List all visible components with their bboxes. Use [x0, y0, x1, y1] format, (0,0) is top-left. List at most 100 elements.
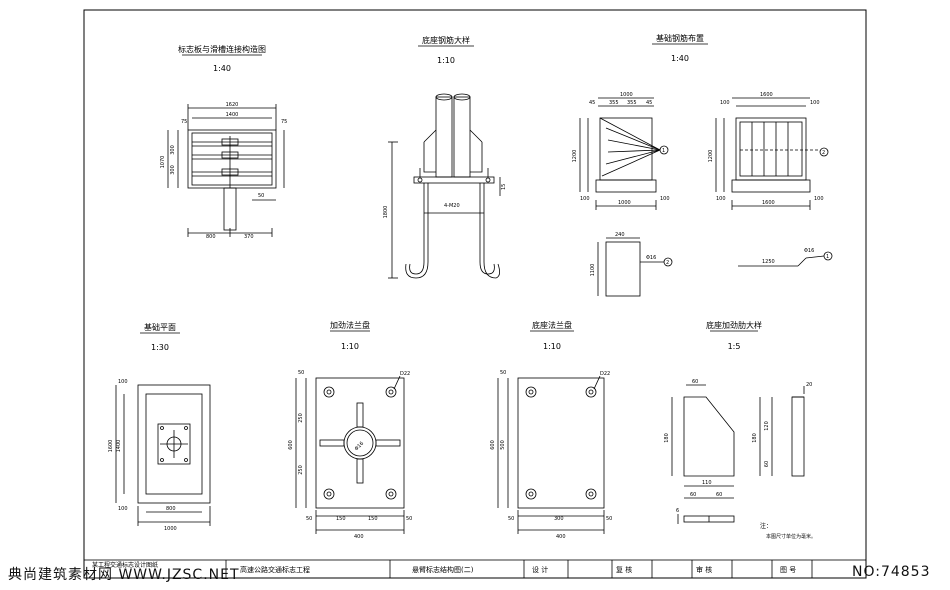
view-title-7: 底座加劲肋大样 — [706, 320, 762, 330]
svg-text:100: 100 — [814, 196, 824, 202]
watermark-right: NO:74853 — [852, 564, 931, 580]
svg-text:45: 45 — [646, 100, 652, 106]
svg-text:Φ16: Φ16 — [804, 248, 814, 254]
svg-text:240: 240 — [615, 232, 625, 238]
svg-text:100: 100 — [118, 506, 128, 512]
view-sign-panel: 标志板与滑槽连接构造图 1:40 1620 1400 75 75 1070 30… — [160, 44, 287, 240]
title-review-label: 审 核 — [696, 565, 712, 574]
view-title-1: 标志板与滑槽连接构造图 — [178, 44, 266, 54]
svg-text:1400: 1400 — [116, 440, 122, 453]
svg-text:Φ16: Φ16 — [354, 441, 366, 453]
title-project: 高速公路交通标志工程 — [240, 565, 310, 574]
view-title-4: 基础平面 — [144, 322, 176, 332]
svg-text:400: 400 — [354, 534, 364, 540]
svg-text:250: 250 — [298, 465, 304, 475]
title-number-label: 图 号 — [780, 566, 796, 574]
svg-text:1: 1 — [662, 148, 665, 154]
view-title-2: 底座钢筋大样 — [422, 35, 470, 45]
svg-text:1600: 1600 — [762, 200, 775, 206]
svg-text:300: 300 — [170, 145, 176, 155]
svg-text:180: 180 — [752, 433, 758, 443]
svg-text:50: 50 — [606, 516, 612, 522]
svg-text:120: 120 — [764, 421, 770, 431]
svg-text:800: 800 — [206, 234, 216, 240]
view-title-6: 底座法兰盘 — [532, 320, 572, 330]
svg-text:1100: 1100 — [590, 264, 596, 277]
svg-text:370: 370 — [244, 234, 254, 240]
svg-text:60: 60 — [716, 492, 722, 498]
svg-text:100: 100 — [580, 196, 590, 202]
svg-text:60: 60 — [692, 379, 698, 385]
svg-text:1620: 1620 — [226, 102, 239, 108]
view-base-flange: 底座法兰盘 1:10 D22 600 50 500 50 300 50 400 — [490, 320, 612, 540]
view-scale-7: 1:5 — [728, 342, 741, 351]
svg-text:75: 75 — [281, 119, 287, 125]
svg-text:Φ16: Φ16 — [646, 255, 656, 261]
svg-text:45: 45 — [589, 100, 595, 106]
svg-text:300: 300 — [170, 165, 176, 175]
title-unit: 某工程交通标志设计图纸 — [92, 561, 158, 569]
svg-text:800: 800 — [166, 506, 176, 512]
svg-text:355: 355 — [627, 100, 637, 106]
svg-text:355: 355 — [609, 100, 619, 106]
view-scale-3: 1:40 — [671, 54, 689, 63]
svg-text:75: 75 — [181, 119, 187, 125]
svg-text:1250: 1250 — [762, 259, 775, 265]
title-design-label: 设 计 — [532, 565, 548, 574]
svg-text:1000: 1000 — [620, 92, 633, 98]
watermark-left: 典尚建筑素材网 WWW.JZSC.NET — [8, 567, 240, 583]
svg-text:60: 60 — [764, 461, 770, 467]
svg-text:50: 50 — [258, 193, 264, 199]
svg-text:1800: 1800 — [383, 206, 389, 219]
svg-text:4-M20: 4-M20 — [444, 203, 460, 209]
svg-text:60: 60 — [690, 492, 696, 498]
view-scale-2: 1:10 — [437, 56, 455, 65]
svg-text:D22: D22 — [400, 371, 410, 377]
svg-text:100: 100 — [720, 100, 730, 106]
svg-text:180: 180 — [664, 433, 670, 443]
view-title-3: 基础钢筋布置 — [656, 33, 704, 43]
svg-text:1000: 1000 — [164, 526, 177, 532]
svg-text:100: 100 — [716, 196, 726, 202]
svg-text:100: 100 — [660, 196, 670, 202]
svg-text:50: 50 — [508, 516, 514, 522]
svg-text:400: 400 — [556, 534, 566, 540]
title-block: 某工程交通标志设计图纸 高速公路交通标志工程 悬臂标志结构图(二) 设 计 复 … — [83, 559, 867, 579]
title-check-label: 复 核 — [616, 565, 632, 574]
view-foundation-plan: 基础平面 1:30 1600 1400 100 100 800 1000 — [108, 322, 211, 532]
view-scale-5: 1:10 — [341, 342, 359, 351]
svg-text:110: 110 — [702, 480, 712, 486]
svg-text:6: 6 — [676, 508, 679, 514]
svg-text:15: 15 — [501, 184, 507, 190]
view-foundation-rebar: 基础钢筋布置 1:40 1 1000 45 355 355 45 1200 10… — [572, 33, 833, 297]
svg-text:100: 100 — [810, 100, 820, 106]
svg-text:50: 50 — [306, 516, 312, 522]
svg-text:50: 50 — [406, 516, 412, 522]
view-scale-1: 1:40 — [213, 64, 231, 73]
svg-text:1070: 1070 — [160, 156, 166, 169]
svg-text:1000: 1000 — [618, 200, 631, 206]
svg-text:150: 150 — [336, 516, 346, 522]
sheet-border — [83, 9, 867, 579]
view-stiffened-flange: 加劲法兰盘 1:10 Φ16 D22 600 50 250 250 50 150… — [288, 320, 412, 540]
svg-text:300: 300 — [554, 516, 564, 522]
svg-text:1400: 1400 — [226, 112, 239, 118]
title-drawing: 悬臂标志结构图(二) — [412, 565, 474, 574]
svg-text:2: 2 — [822, 150, 825, 156]
note-label: 注： — [760, 522, 772, 530]
svg-text:500: 500 — [500, 440, 506, 450]
svg-text:1200: 1200 — [708, 150, 714, 163]
svg-text:2: 2 — [666, 260, 669, 266]
svg-text:1200: 1200 — [572, 150, 578, 163]
view-title-5: 加劲法兰盘 — [330, 320, 370, 330]
svg-text:50: 50 — [298, 370, 304, 376]
note-text: 本图尺寸单位为毫米。 — [766, 533, 816, 540]
svg-text:D22: D22 — [600, 371, 610, 377]
svg-text:1: 1 — [826, 254, 829, 260]
view-scale-4: 1:30 — [151, 343, 169, 352]
svg-text:50: 50 — [500, 370, 506, 376]
svg-text:100: 100 — [118, 379, 128, 385]
svg-text:1600: 1600 — [760, 92, 773, 98]
svg-text:250: 250 — [298, 413, 304, 423]
